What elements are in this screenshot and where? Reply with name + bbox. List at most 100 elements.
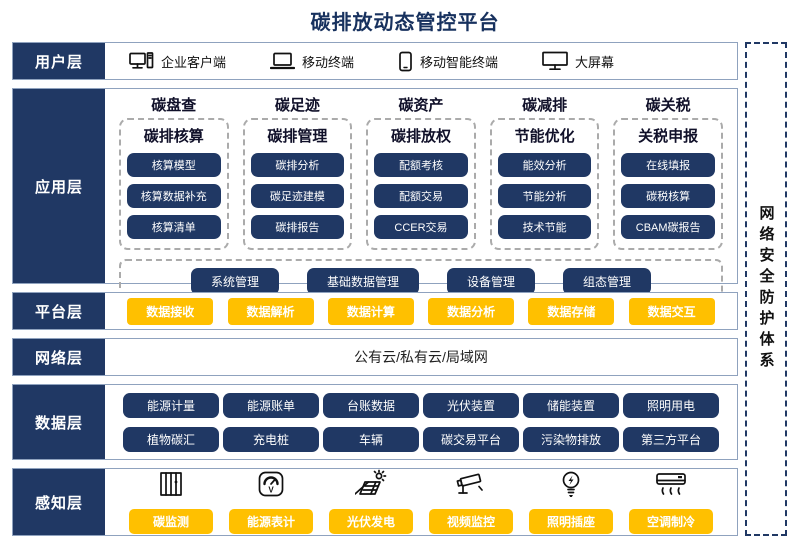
platform-layer-content: 数据接收 数据解析 数据计算 数据分析 数据存储 数据交互 [105, 293, 737, 329]
app-column-subtitle: 碳排放权 [390, 128, 451, 145]
app-chip: 配额考核 [374, 153, 468, 177]
app-column-header: 碳足迹 [274, 97, 320, 114]
app-chip: 能效分析 [497, 153, 592, 177]
light-socket-icon [556, 469, 586, 504]
perception-item-air-conditioning: 空调制冷 [629, 469, 713, 534]
data-chip: 能源计量 [123, 392, 219, 418]
user-layer-section: 用户层 企业客户端 [12, 42, 738, 80]
data-chip: 车辆 [323, 426, 419, 452]
data-chip: 照明用电 [623, 392, 719, 418]
app-column-header: 碳资产 [398, 97, 444, 114]
app-column-box: 碳排放权 配额考核 配额交易 CCER交易 [366, 118, 476, 250]
data-chip: 碳交易平台 [423, 426, 519, 452]
perception-layer-section: 感知层 碳监测 [12, 468, 738, 536]
management-chip: 基础数据管理 [306, 268, 419, 295]
data-chip: 充电桩 [223, 426, 319, 452]
security-sidebar: 网络安全防护体系 [745, 42, 787, 536]
laptop-icon [270, 52, 296, 70]
data-chip: 能源账单 [223, 392, 319, 418]
user-item-label: 大屏幕 [575, 54, 615, 70]
perception-item-video-surveillance: 视频监控 [429, 469, 513, 534]
user-layer-label: 用户层 [13, 43, 105, 79]
network-layer-section: 网络层 公有云/私有云/局域网 [12, 338, 738, 376]
management-chip: 设备管理 [447, 268, 536, 295]
desktop-pc-icon [129, 51, 154, 71]
app-column-box: 碳排管理 碳排分析 碳足迹建模 碳排报告 [242, 118, 353, 250]
user-item-big-screen: 大屏幕 [542, 51, 614, 71]
platform-chip: 数据解析 [227, 297, 314, 325]
data-chip: 污染物排放 [523, 426, 619, 452]
app-chip: CCER交易 [374, 215, 468, 239]
app-column-subtitle: 节能优化 [514, 128, 575, 145]
data-chip: 储能装置 [523, 392, 619, 418]
perception-item-solar-power: 光伏发电 [329, 469, 413, 534]
perception-chip: 光伏发电 [329, 508, 413, 534]
app-chip: 在线填报 [621, 153, 715, 177]
network-layer-label: 网络层 [13, 339, 105, 375]
perception-layer-content: 碳监测 V 能源表计 [105, 469, 737, 535]
security-sidebar-text: 网络安全防护体系 [757, 205, 775, 373]
data-chip: 第三方平台 [623, 426, 719, 452]
app-column-header: 碳减排 [522, 97, 568, 114]
data-chip: 植物碳汇 [123, 426, 219, 452]
perception-chip: 照明插座 [529, 508, 613, 534]
platform-chip: 数据交互 [628, 297, 715, 325]
data-layer-content: 能源计量 能源账单 台账数据 光伏装置 储能装置 照明用电 植物碳汇 充电桩 车… [105, 385, 737, 459]
big-screen-icon [542, 51, 568, 71]
app-column-subtitle: 关税申报 [638, 128, 699, 145]
app-column-carbon-reduction: 碳减排 节能优化 能效分析 节能分析 技术节能 [489, 94, 600, 250]
user-item-mobile-terminal: 移动终端 [270, 52, 354, 71]
app-chip: 碳排报告 [250, 215, 345, 239]
app-chip: 核算数据补充 [127, 184, 221, 208]
network-layer-text: 公有云/私有云/局域网 [354, 349, 488, 365]
app-chip: 核算模型 [127, 153, 221, 177]
app-column-header: 碳关税 [645, 97, 691, 114]
platform-chip: 数据存储 [528, 297, 615, 325]
perception-item-carbon-monitoring: 碳监测 [129, 469, 213, 534]
carbon-monitor-icon [156, 469, 186, 504]
app-column-header: 碳盘查 [151, 97, 197, 114]
data-layer-section: 数据层 能源计量 能源账单 台账数据 光伏装置 储能装置 照明用电 植物碳汇 充… [12, 384, 738, 460]
data-chip: 台账数据 [323, 392, 419, 418]
perception-item-energy-meter: V 能源表计 [229, 469, 313, 534]
tablet-icon [398, 51, 413, 72]
user-layer-content: 企业客户端 移动终端 [105, 43, 737, 79]
platform-layer-label: 平台层 [13, 293, 105, 329]
management-chip: 系统管理 [190, 268, 279, 295]
app-chip: 配额交易 [374, 184, 468, 208]
app-column-box: 节能优化 能效分析 节能分析 技术节能 [489, 118, 600, 250]
svg-text:V: V [268, 485, 274, 494]
user-item-smart-terminal: 移动智能终端 [398, 51, 498, 72]
app-column-carbon-footprint: 碳足迹 碳排管理 碳排分析 碳足迹建模 碳排报告 [242, 94, 353, 250]
perception-chip: 碳监测 [129, 508, 213, 534]
data-row: 能源计量 能源账单 台账数据 光伏装置 储能装置 照明用电 [123, 392, 719, 418]
air-conditioner-icon [654, 469, 688, 504]
perception-item-lighting-socket: 照明插座 [529, 469, 613, 534]
perception-chip: 视频监控 [429, 508, 513, 534]
application-columns: 碳盘查 碳排核算 核算模型 核算数据补充 核算清单 碳足迹 碳排管理 碳排分析 [115, 94, 727, 250]
app-chip: 核算清单 [127, 215, 221, 239]
application-layer-label: 应用层 [13, 89, 105, 283]
app-column-carbon-inventory: 碳盘查 碳排核算 核算模型 核算数据补充 核算清单 [119, 94, 229, 250]
energy-meter-icon: V [256, 469, 286, 504]
app-chip: 碳税核算 [621, 184, 715, 208]
app-chip: 碳排分析 [250, 153, 345, 177]
data-layer-label: 数据层 [13, 385, 105, 459]
app-column-box: 碳排核算 核算模型 核算数据补充 核算清单 [119, 118, 229, 250]
user-item-label: 企业客户端 [161, 54, 227, 70]
user-item-label: 移动终端 [302, 54, 355, 70]
app-column-carbon-asset: 碳资产 碳排放权 配额考核 配额交易 CCER交易 [366, 94, 476, 250]
management-box: 系统管理 基础数据管理 设备管理 组态管理 [119, 259, 723, 304]
platform-chip: 数据分析 [428, 297, 515, 325]
platform-chip: 数据计算 [327, 297, 414, 325]
data-row: 植物碳汇 充电桩 车辆 碳交易平台 污染物排放 第三方平台 [123, 426, 719, 452]
perception-chip: 空调制冷 [629, 508, 713, 534]
page-title: 碳排放动态管控平台 [310, 12, 500, 34]
solar-power-icon [354, 469, 387, 504]
platform-chip: 数据接收 [127, 297, 214, 325]
management-chip: 组态管理 [563, 268, 652, 295]
app-column-subtitle: 碳排核算 [143, 128, 204, 145]
app-column-box: 关税申报 在线填报 碳税核算 CBAM碳报告 [613, 118, 723, 250]
perception-chip: 能源表计 [229, 508, 313, 534]
